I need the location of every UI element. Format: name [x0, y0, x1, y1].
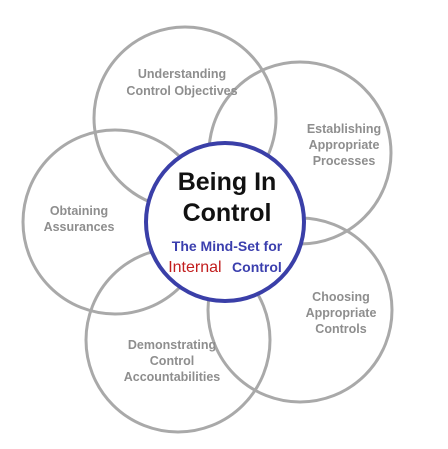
petal-label-establishing: Establishing Appropriate Processes	[307, 122, 381, 168]
petal-label-obtaining-line2: Assurances	[44, 220, 115, 234]
petal-label-understanding-line2: Control Objectives	[126, 84, 237, 98]
center-title: Being In Control	[178, 168, 277, 227]
petal-label-demonstrating-line1: Demonstrating	[128, 338, 216, 352]
center-subtitle-line1: The Mind-Set for	[172, 238, 283, 254]
subtitle-internal-word: Internal	[168, 259, 221, 276]
center-title-line1: Being In	[178, 168, 277, 196]
petal-label-demonstrating-line2: Control	[150, 354, 194, 368]
petal-label-establishing-line3: Processes	[313, 154, 376, 168]
petal-label-understanding: Understanding Control Objectives	[126, 67, 237, 98]
center-circle	[144, 141, 306, 303]
center-title-line2: Control	[183, 199, 272, 227]
petal-label-choosing-line1: Choosing	[312, 290, 370, 304]
petal-label-demonstrating-line3: Accountabilities	[124, 370, 221, 384]
petal-label-choosing-line3: Controls	[315, 322, 366, 336]
petal-label-obtaining: Obtaining Assurances	[44, 204, 115, 234]
petal-label-establishing-line1: Establishing	[307, 122, 381, 136]
petal-label-establishing-line2: Appropriate	[309, 138, 380, 152]
petal-label-demonstrating: Demonstrating Control Accountabilities	[124, 338, 221, 384]
center-subtitle-line2: Internal Control	[168, 259, 282, 276]
petal-label-understanding-line1: Understanding	[138, 67, 226, 81]
petal-label-choosing: Choosing Appropriate Controls	[306, 290, 377, 336]
petal-label-choosing-line2: Appropriate	[306, 306, 377, 320]
petal-label-obtaining-line1: Obtaining	[50, 204, 108, 218]
subtitle-control-word: Control	[232, 259, 282, 275]
